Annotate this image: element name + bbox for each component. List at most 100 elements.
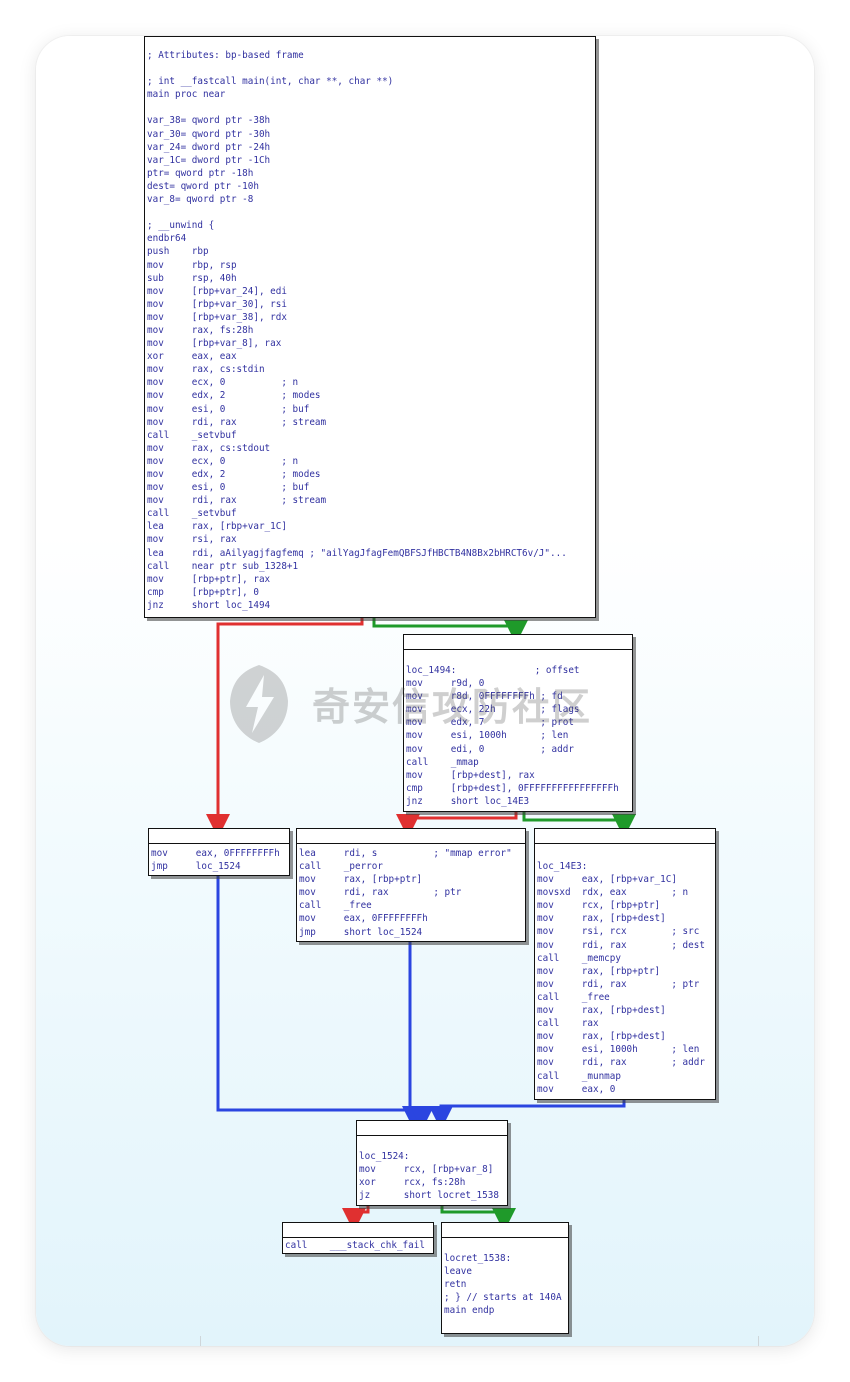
block-loc-1494[interactable]: loc_1494: ; offset mov r9d, 0 mov r8d, 0… (403, 634, 633, 812)
code-line: mov rax, fs:28h (147, 324, 254, 336)
code-line: var_38= qword ptr -38h (147, 115, 271, 127)
block-locret-1538[interactable]: locret_1538: leave retn ; } // starts at… (441, 1222, 569, 1334)
code-line: jz short locret_1538 (359, 1190, 499, 1202)
code-line: mov rax, [rbp+dest] (537, 1005, 666, 1017)
code-line: mov [rbp+var_30], rsi (147, 298, 287, 310)
code-line: movsxd rdx, eax ; n (537, 887, 689, 899)
code-line: xor eax, eax (147, 351, 237, 363)
block-header (442, 1223, 568, 1238)
code-line: mov r8d, 0FFFFFFFFh ; fd (406, 691, 563, 703)
code-line: mov rcx, [rbp+var_8] (359, 1164, 494, 1176)
code-line: leave (444, 1266, 472, 1278)
block-main-lines: ; Attributes: bp-based frame ; int __fas… (145, 37, 595, 612)
code-line: ; int __fastcall main(int, char **, char… (147, 76, 394, 88)
code-line: loc_1524: (359, 1151, 410, 1162)
code-line: call _setvbuf (147, 508, 237, 520)
code-line: mov esi, 0 ; buf (147, 482, 310, 494)
code-line: mov edx, 2 ; modes (147, 390, 321, 402)
edge-true-loc1494 (522, 810, 636, 838)
block-header (535, 829, 715, 844)
code-line: mov rax, cs:stdin (147, 364, 265, 376)
screenshot-card: ; Attributes: bp-based frame ; int __fas… (36, 36, 814, 1346)
code-line: mov rdi, rax ; dest (537, 939, 705, 951)
code-line: mov [rbp+var_24], edi (147, 285, 287, 297)
code-line: ; __unwind { (147, 220, 215, 232)
code-line: mov rax, [rbp+ptr] (537, 965, 661, 977)
code-line: mov [rbp+dest], rax (406, 769, 535, 781)
block-mmap-error[interactable]: lea rdi, s ; "mmap error" call _perror m… (296, 828, 526, 942)
block-header (149, 829, 289, 844)
code-line: endbr64 (147, 233, 187, 245)
code-line: main endp (444, 1305, 495, 1317)
code-line: cmp [rbp+ptr], 0 (147, 586, 259, 598)
code-line: mov rdi, rax ; ptr (537, 978, 700, 990)
code-line: lea rax, [rbp+var_1C] (147, 521, 287, 533)
code-line: call _setvbuf (147, 429, 237, 441)
code-line: mov rcx, [rbp+ptr] (537, 900, 661, 912)
block-loc-1524[interactable]: loc_1524: mov rcx, [rbp+var_8] xor rcx, … (356, 1120, 508, 1206)
code-line: call ___stack_chk_fail (285, 1240, 425, 1251)
code-line: mov ecx, 22h ; flags (406, 704, 580, 716)
code-line: call _free (537, 991, 610, 1003)
code-line: mov rdi, rax ; stream (147, 416, 327, 428)
code-line: mov [rbp+ptr], rax (147, 573, 271, 585)
control-flow-edges (206, 616, 636, 1232)
code-line: mov rdi, rax ; addr (537, 1057, 705, 1069)
code-line: mov esi, 0 ; buf (147, 403, 310, 415)
edge-false-loc1494 (396, 810, 518, 838)
code-line: ptr= qword ptr -18h (147, 167, 254, 179)
code-line: call _memcpy (537, 952, 621, 964)
block-return-fail[interactable]: mov eax, 0FFFFFFFFh jmp loc_1524 (148, 828, 290, 876)
code-line: mov rdi, rax ; ptr (299, 887, 462, 899)
code-line: mov [rbp+var_38], rdx (147, 311, 287, 323)
code-line: locret_1538: (444, 1253, 512, 1264)
code-line: mov rax, cs:stdout (147, 442, 271, 454)
code-line: mov eax, [rbp+var_1C] (537, 874, 677, 886)
code-line: mov edx, 7 ; prot (406, 717, 574, 729)
code-line: push rbp (147, 246, 209, 258)
code-line: var_1C= dword ptr -1Ch (147, 154, 271, 166)
code-line: var_24= dword ptr -24h (147, 141, 271, 153)
code-line: call _free (299, 900, 372, 912)
code-line: jnz short loc_1494 (147, 599, 271, 611)
code-line: ; } // starts at 140A (444, 1292, 562, 1304)
code-line: sub rsp, 40h (147, 272, 237, 284)
code-line: mov rdi, rax ; stream (147, 495, 327, 507)
block-loc-14e3[interactable]: loc_14E3: mov eax, [rbp+var_1C] movsxd r… (534, 828, 716, 1100)
edge-perror-to-loc1524 (408, 940, 434, 1130)
code-line: mov rbp, rsp (147, 259, 237, 271)
code-line: cmp [rbp+dest], 0FFFFFFFFFFFFFFFFh (406, 782, 619, 794)
code-line: mov edx, 2 ; modes (147, 469, 321, 480)
code-line: call _munmap (537, 1070, 621, 1082)
code-line: loc_14E3: (537, 861, 588, 872)
code-line: mov [rbp+var_8], rax (147, 338, 282, 350)
block-main[interactable]: ; Attributes: bp-based frame ; int __fas… (144, 36, 596, 618)
edge-false-main (206, 616, 364, 838)
code-line: dest= qword ptr -10h (147, 180, 259, 192)
code-line: var_30= qword ptr -30h (147, 128, 271, 140)
code-line: mov rsi, rax (147, 534, 237, 546)
divider-tick (200, 1336, 201, 1346)
code-line: xor rcx, fs:28h (359, 1177, 466, 1189)
block-stack-chk-fail[interactable]: call ___stack_chk_fail (282, 1222, 434, 1254)
code-line: mov esi, 1000h ; len (406, 730, 569, 742)
code-line: lea rdi, aAilyagjfagfemq ; "ailYagJfagFe… (147, 547, 567, 559)
code-line: mov ecx, 0 ; n (147, 455, 299, 467)
edge-true-main (372, 616, 528, 644)
code-line: mov esi, 1000h ; len (537, 1044, 700, 1056)
code-line: ; Attributes: bp-based frame (147, 50, 304, 61)
code-line (147, 62, 593, 75)
code-line: mov rax, [rbp+ptr] (299, 874, 423, 886)
block-header (283, 1223, 433, 1238)
code-line: mov rsi, rcx ; src (537, 926, 700, 938)
code-line: main proc near (147, 89, 226, 101)
code-line: call _perror (299, 861, 383, 873)
block-header (357, 1121, 507, 1136)
edge-false-loc1524 (342, 1204, 370, 1232)
code-line: mov eax, 0FFFFFFFFh (151, 848, 280, 859)
code-line: loc_1494: ; offset (406, 665, 580, 676)
code-line (147, 101, 593, 114)
edge-true-loc1524 (440, 1204, 516, 1232)
code-line: lea rdi, s ; "mmap error" (299, 848, 512, 859)
code-line: mov rax, [rbp+dest] (537, 1031, 666, 1043)
